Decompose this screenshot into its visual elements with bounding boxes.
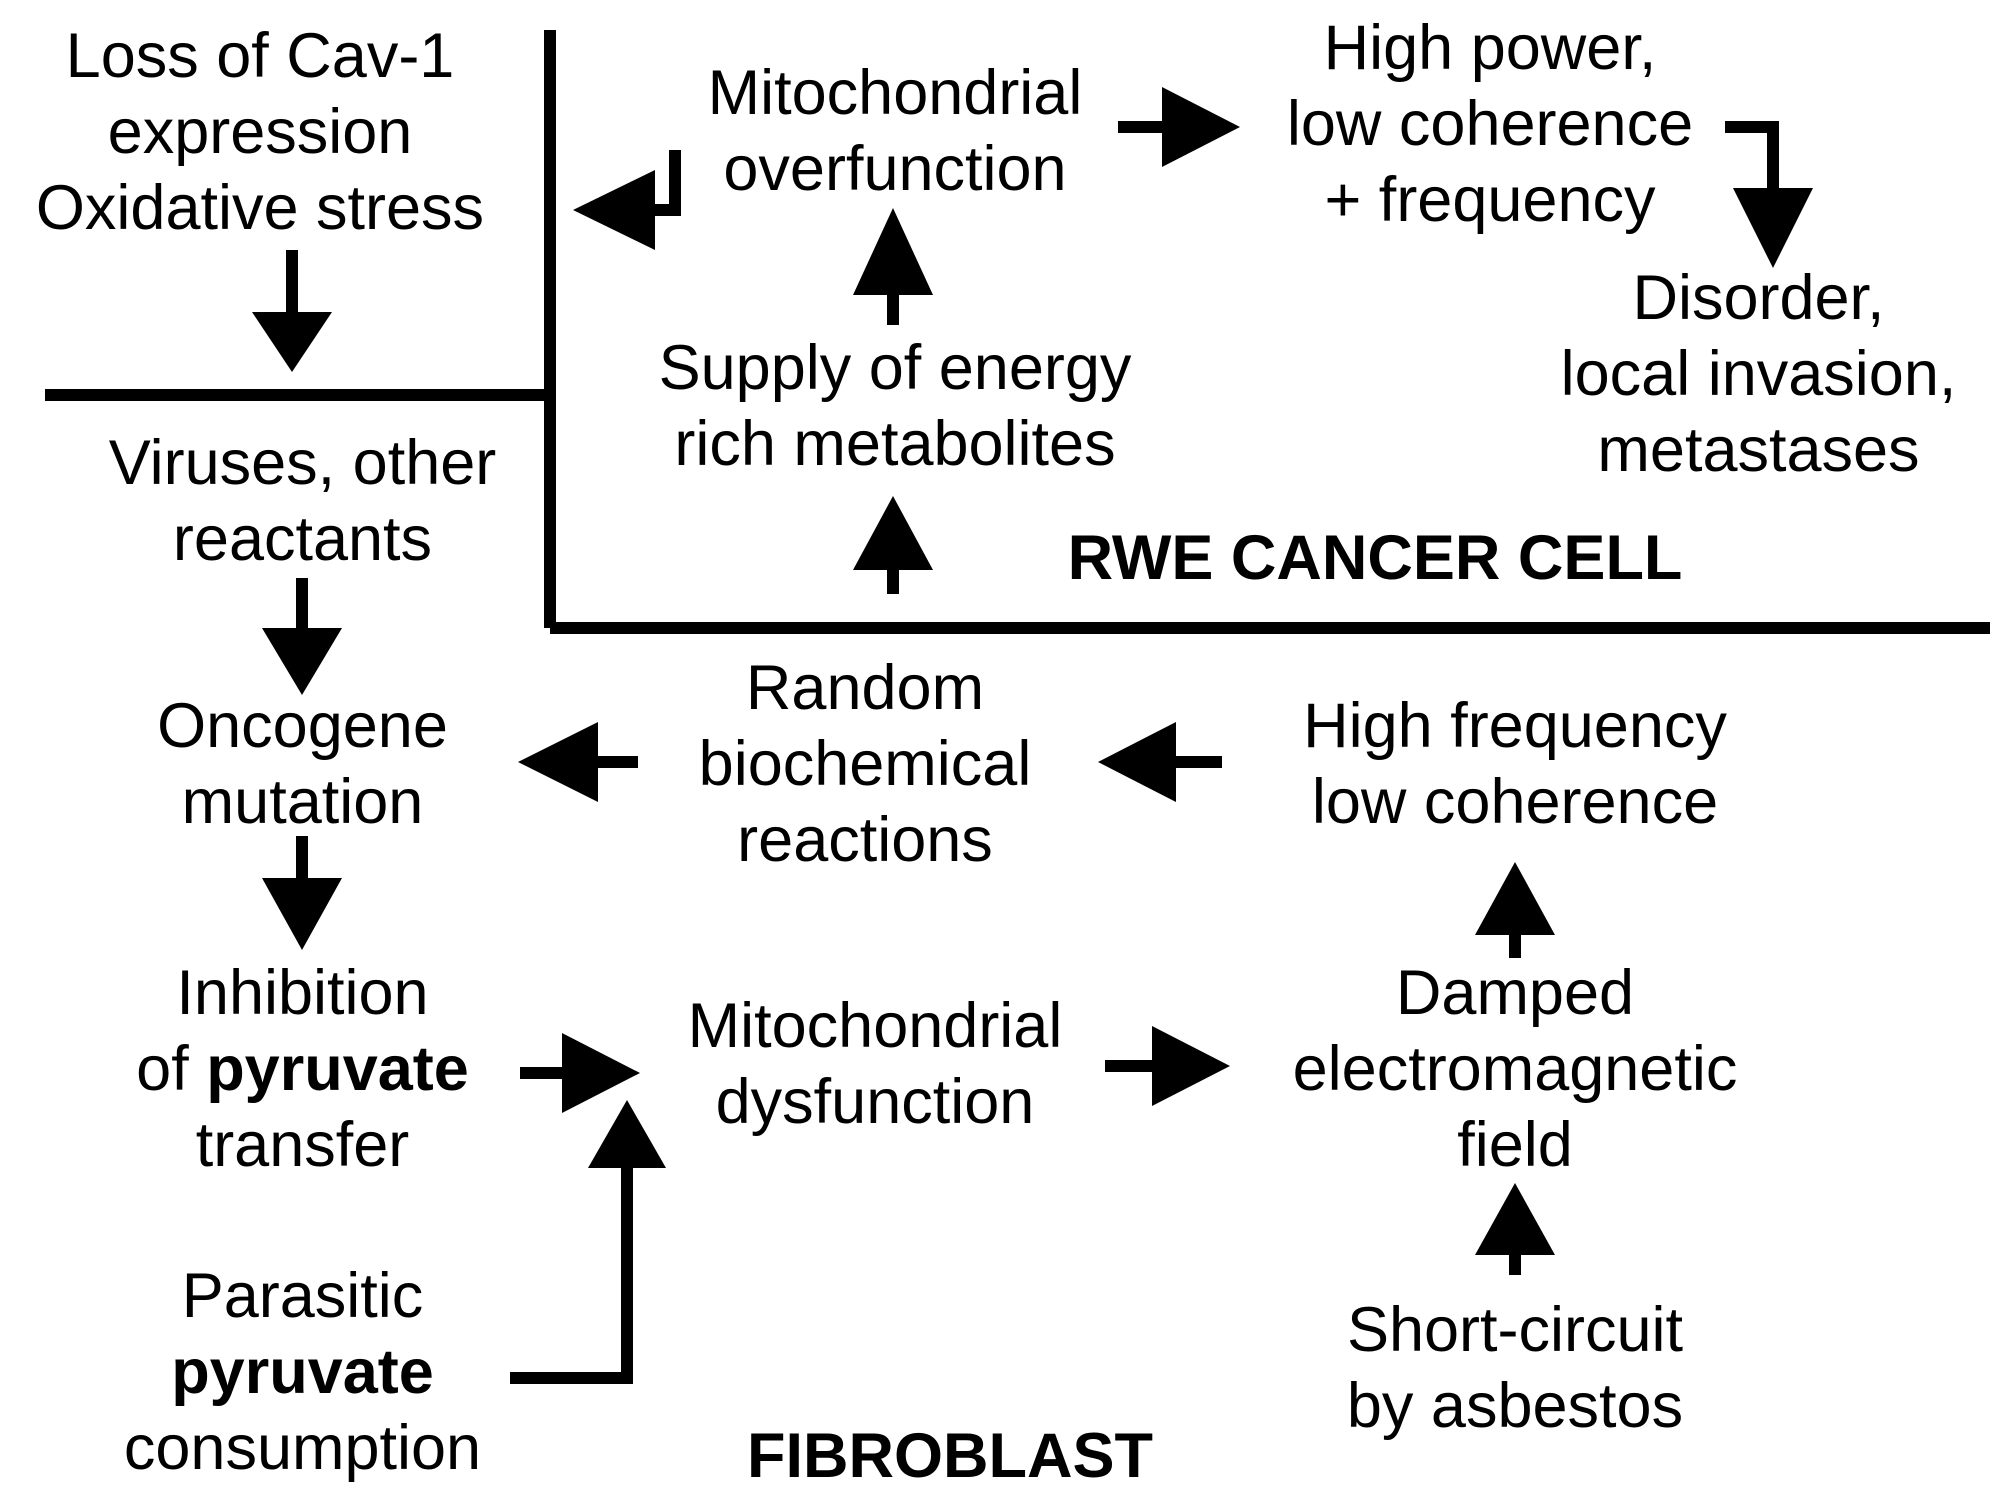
node-loss-of-cav1-line3: Oxidative stress [35, 173, 485, 243]
node-parasitic-line2: pyruvate [80, 1334, 525, 1410]
node-overfunction-line1: Mitochondrial [707, 58, 1083, 128]
arrowhead-dysfunction-to-damped [1152, 1026, 1230, 1106]
node-high-frequency: High frequency low coherence [1250, 688, 1780, 840]
node-random-line3: reactions [737, 805, 993, 875]
arrowhead-overfunction-to-highpower [1162, 87, 1240, 167]
arrowhead-random-to-oncogene [518, 722, 598, 802]
node-oncogene-line1: Oncogene [157, 691, 448, 761]
arrow-parasitic-to-dysfunction-shaft [510, 1160, 633, 1384]
node-supply-metabolites: Supply of energy rich metabolites [600, 330, 1190, 482]
arrowhead-damped-to-highfreq [1475, 862, 1555, 935]
node-dysfunction-line1: Mitochondrial [687, 991, 1063, 1061]
node-inhibition-pyruvate-bold: pyruvate [206, 1034, 469, 1104]
node-random-biochemical: Random biochemical reactions [640, 650, 1090, 878]
region-label-cancer-cell: RWE CANCER CELL [1067, 523, 1683, 593]
node-supply-line1: Supply of energy [658, 333, 1132, 403]
node-random-line2: biochemical [698, 729, 1032, 799]
node-high-power-line2: low coherence [1286, 89, 1694, 159]
node-damped-line2: electromagnetic [1292, 1034, 1738, 1104]
node-viruses-line2: reactants [172, 504, 433, 574]
node-dysfunction-line2: dysfunction [715, 1067, 1035, 1137]
node-supply-line2: rich metabolites [674, 409, 1116, 479]
node-oncogene-line2: mutation [181, 767, 424, 837]
node-short-circuit: Short-circuit by asbestos [1260, 1292, 1770, 1444]
arrowhead-supply-to-overfunction [853, 208, 933, 295]
arrowhead-highpower-to-disorder [1733, 188, 1813, 268]
node-inhibition-line2: of pyruvate [80, 1031, 525, 1107]
arrow-highpower-to-disorder-shaft [1725, 121, 1779, 195]
arrowhead-oncogene-to-inhibition [262, 878, 342, 950]
node-high-frequency-line2: low coherence [1311, 767, 1719, 837]
node-inhibition-line1: Inhibition [176, 958, 429, 1028]
node-loss-of-cav1-line1: Loss of Cav-1 [65, 21, 455, 91]
node-mitochondrial-dysfunction: Mitochondrial dysfunction [645, 988, 1105, 1140]
node-inhibition-pyruvate: Inhibition of pyruvate transfer [80, 955, 525, 1183]
node-parasitic-line1: Parasitic [181, 1261, 424, 1331]
node-damped-field: Damped electromagnetic field [1240, 955, 1790, 1183]
node-inhibition-line2-pre: of [136, 1034, 207, 1104]
node-disorder: Disorder, local invasion, metastases [1520, 260, 1997, 488]
node-parasitic-line3: consumption [123, 1413, 482, 1483]
node-short-circuit-line1: Short-circuit [1346, 1295, 1684, 1365]
region-label-fibroblast: FIBROBLAST [747, 1421, 1153, 1491]
node-loss-of-cav1-line2: expression [107, 97, 413, 167]
arrowhead-parasitic-to-dysfunction [588, 1100, 666, 1168]
node-high-power-line1: High power, [1323, 13, 1657, 83]
node-inhibition-line3: transfer [195, 1110, 410, 1180]
arrowhead-viruses-to-oncogene [262, 628, 342, 695]
arrowhead-short-circuit-to-damped [1475, 1183, 1555, 1255]
node-parasitic-pyruvate-bold: pyruvate [171, 1337, 434, 1407]
node-mitochondrial-overfunction: Mitochondrial overfunction [660, 55, 1130, 207]
node-viruses: Viruses, other reactants [60, 425, 545, 577]
node-viruses-line1: Viruses, other [108, 428, 497, 498]
arrowhead-overfunction-to-loss [573, 170, 655, 250]
node-loss-of-cav1: Loss of Cav-1 expression Oxidative stres… [0, 18, 520, 246]
node-overfunction-line2: overfunction [723, 134, 1067, 204]
arrowhead-loss-to-boundary [252, 312, 332, 372]
node-high-frequency-line1: High frequency [1303, 691, 1727, 761]
node-damped-line1: Damped [1395, 958, 1635, 1028]
arrowhead-inhibition-to-dysfunction [562, 1033, 640, 1113]
node-damped-line3: field [1457, 1110, 1573, 1180]
node-short-circuit-line2: by asbestos [1346, 1371, 1684, 1441]
node-high-power: High power, low coherence + frequency [1230, 10, 1750, 238]
node-disorder-line2: local invasion, [1560, 339, 1957, 409]
node-random-line1: Random [745, 653, 985, 723]
node-high-power-line3: + frequency [1324, 165, 1656, 235]
node-disorder-line1: Disorder, [1632, 263, 1885, 333]
arrow-overfunction-to-loss-shaft [648, 150, 681, 216]
arrowhead-random-to-supply [853, 496, 933, 570]
node-parasitic-pyruvate: Parasitic pyruvate consumption [80, 1258, 525, 1486]
node-disorder-line3: metastases [1597, 415, 1920, 485]
arrowhead-highfreq-to-random [1098, 722, 1176, 802]
node-oncogene-mutation: Oncogene mutation [80, 688, 525, 840]
